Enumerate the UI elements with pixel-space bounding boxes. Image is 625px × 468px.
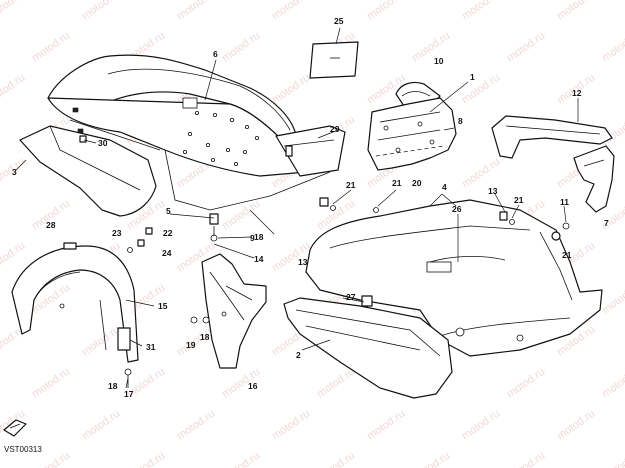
watermark-text: motod.ru (220, 450, 262, 468)
callout-label-c18a: 18 (254, 232, 264, 242)
watermark-text: motod.ru (80, 324, 122, 359)
callout-label-c16: 16 (248, 381, 258, 391)
callout-label-c13b: 13 (298, 257, 308, 267)
callout-label-c21b: 21 (392, 178, 402, 188)
watermark-text: motod.ru (30, 30, 72, 65)
callout-label-c21c: 21 (514, 195, 524, 205)
left-side-panel-part (19, 125, 157, 217)
hardware-parts (63, 135, 570, 388)
callout-label-c14: 14 (254, 254, 264, 264)
watermark-text: motod.ru (0, 72, 27, 107)
callout-label-c28: 28 (46, 220, 56, 230)
watermark-text: motod.ru (365, 408, 407, 443)
inner-duct-part (275, 125, 346, 177)
watermark-text: motod.ru (220, 30, 262, 65)
watermark-text: motod.ru (410, 30, 452, 65)
watermark-text: motod.ru (270, 72, 312, 107)
watermark-text: motod.ru (460, 0, 502, 22)
side-support-part (573, 145, 615, 213)
callout-label-c24: 24 (162, 248, 172, 258)
watermark-text: motod.ru (410, 450, 452, 468)
belly-pan-part (283, 297, 453, 399)
callout-label-c22: 22 (163, 228, 173, 238)
main-side-fairing-part (305, 199, 603, 357)
watermark-text: motod.ru (555, 0, 597, 22)
callout-label-c27: 27 (346, 292, 356, 302)
front-fender-part (11, 245, 139, 363)
watermark-text: motod.ru (600, 450, 625, 468)
watermark-text: motod.ru (0, 0, 27, 22)
callout-label-c29: 29 (330, 124, 340, 134)
callout-label-c31: 31 (146, 342, 156, 352)
callout-label-c21d: 21 (562, 250, 572, 260)
watermark-text: motod.ru (600, 282, 625, 317)
watermark-text: motod.ru (505, 30, 547, 65)
callout-label-c7: 7 (604, 218, 609, 228)
watermark-text: motod.ru (175, 408, 217, 443)
watermark-text: motod.ru (30, 366, 72, 401)
watermark-text: motod.ru (315, 366, 357, 401)
callout-label-c11: 11 (560, 197, 569, 207)
watermark-text: motod.ru (175, 0, 217, 22)
callout-label-c12: 12 (572, 88, 582, 98)
watermark-text: motod.ru (80, 408, 122, 443)
watermark-text: motod.ru (460, 72, 502, 107)
callout-label-c23: 23 (112, 228, 122, 238)
callout-label-c4: 4 (442, 182, 447, 192)
leader-lines (15, 27, 579, 389)
watermark-text: motod.ru (555, 408, 597, 443)
watermark-text: motod.ru (80, 0, 122, 22)
watermark-text: motod.ru (505, 366, 547, 401)
callout-label-c17: 17 (124, 389, 134, 399)
callout-label-c6: 6 (213, 49, 218, 59)
watermark-text: motod.ru (460, 408, 502, 443)
inner-panel-part (367, 97, 457, 171)
callout-label-c9: 9 (250, 233, 255, 243)
callout-label-c19: 19 (186, 340, 196, 350)
lower-guard-part (201, 253, 267, 369)
watermark-text: motod.ru (270, 0, 312, 22)
watermark-text: motod.ru (315, 450, 357, 468)
callout-label-c26: 26 (452, 204, 462, 214)
watermark-text: motod.ru (125, 450, 167, 468)
callout-label-c20: 20 (412, 178, 422, 188)
right-bracket-part (491, 115, 613, 159)
watermark-text: motod.ru (365, 0, 407, 22)
callout-label-c3: 3 (12, 167, 17, 177)
callout-label-c30: 30 (98, 138, 108, 148)
callout-label-c13a: 13 (488, 186, 498, 196)
callout-label-c15: 15 (158, 301, 168, 311)
decal-sheet-part (309, 41, 359, 79)
callout-label-c2: 2 (296, 350, 301, 360)
callout-label-c25: 25 (334, 16, 344, 26)
callout-label-c5: 5 (166, 206, 171, 216)
callout-label-c18c: 18 (108, 381, 118, 391)
watermark-text: motod.ru (505, 450, 547, 468)
watermark-text: motod.ru (600, 366, 625, 401)
callout-label-c1: 1 (470, 72, 475, 82)
callout-label-c10: 10 (434, 56, 444, 66)
watermark-text: motod.ru (0, 240, 27, 275)
callout-label-c18b: 18 (200, 332, 210, 342)
watermark-text: motod.ru (270, 408, 312, 443)
front-direction-icon (3, 419, 27, 437)
callout-label-c21a: 21 (346, 180, 356, 190)
drawing-code: VST00313 (4, 445, 42, 454)
watermark-text: motod.ru (600, 30, 625, 65)
callout-label-c8: 8 (458, 116, 463, 126)
